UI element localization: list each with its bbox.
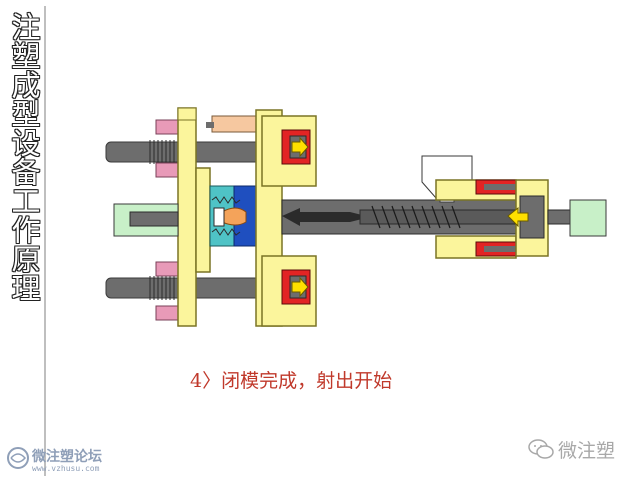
lower-nut-bottom <box>155 305 179 321</box>
screw-flights <box>371 205 461 229</box>
upper-clamp-arrow <box>291 136 309 158</box>
melt-front <box>300 212 370 222</box>
wechat-account-name: 微注塑 <box>558 440 616 462</box>
forum-url: www.vzhusu.com <box>32 464 100 473</box>
forum-logo-icon <box>7 447 29 469</box>
motor-shaft <box>547 209 571 225</box>
upper-nut-bottom <box>155 162 179 178</box>
injection-direction-arrow <box>507 206 529 228</box>
mold-cavity <box>221 207 247 226</box>
lower-clamp-arrow <box>291 276 309 298</box>
clamp-cylinder-rod <box>129 211 179 227</box>
rear-platen <box>177 107 197 327</box>
upper-link-bar <box>211 115 263 133</box>
left-divider-line <box>44 6 46 476</box>
stage-caption: 4〉闭模完成，射出开始 <box>190 370 393 392</box>
wechat-icon <box>528 439 554 459</box>
nozzle <box>282 208 300 226</box>
upper-link-pin <box>206 122 214 128</box>
moving-platen <box>195 167 211 273</box>
mold-springs <box>211 196 241 236</box>
lower-nut-top <box>155 261 179 277</box>
mold-insert-white <box>213 207 225 227</box>
vertical-title: 注塑成型设备工作原理 <box>7 12 41 302</box>
injection-rod-upper <box>484 184 518 190</box>
rear-platen-top-tab <box>177 107 197 121</box>
injection-rod-lower <box>484 246 518 252</box>
upper-nut-top <box>155 119 179 135</box>
motor-housing <box>569 199 607 237</box>
forum-name: 微注塑论坛 <box>32 449 102 465</box>
